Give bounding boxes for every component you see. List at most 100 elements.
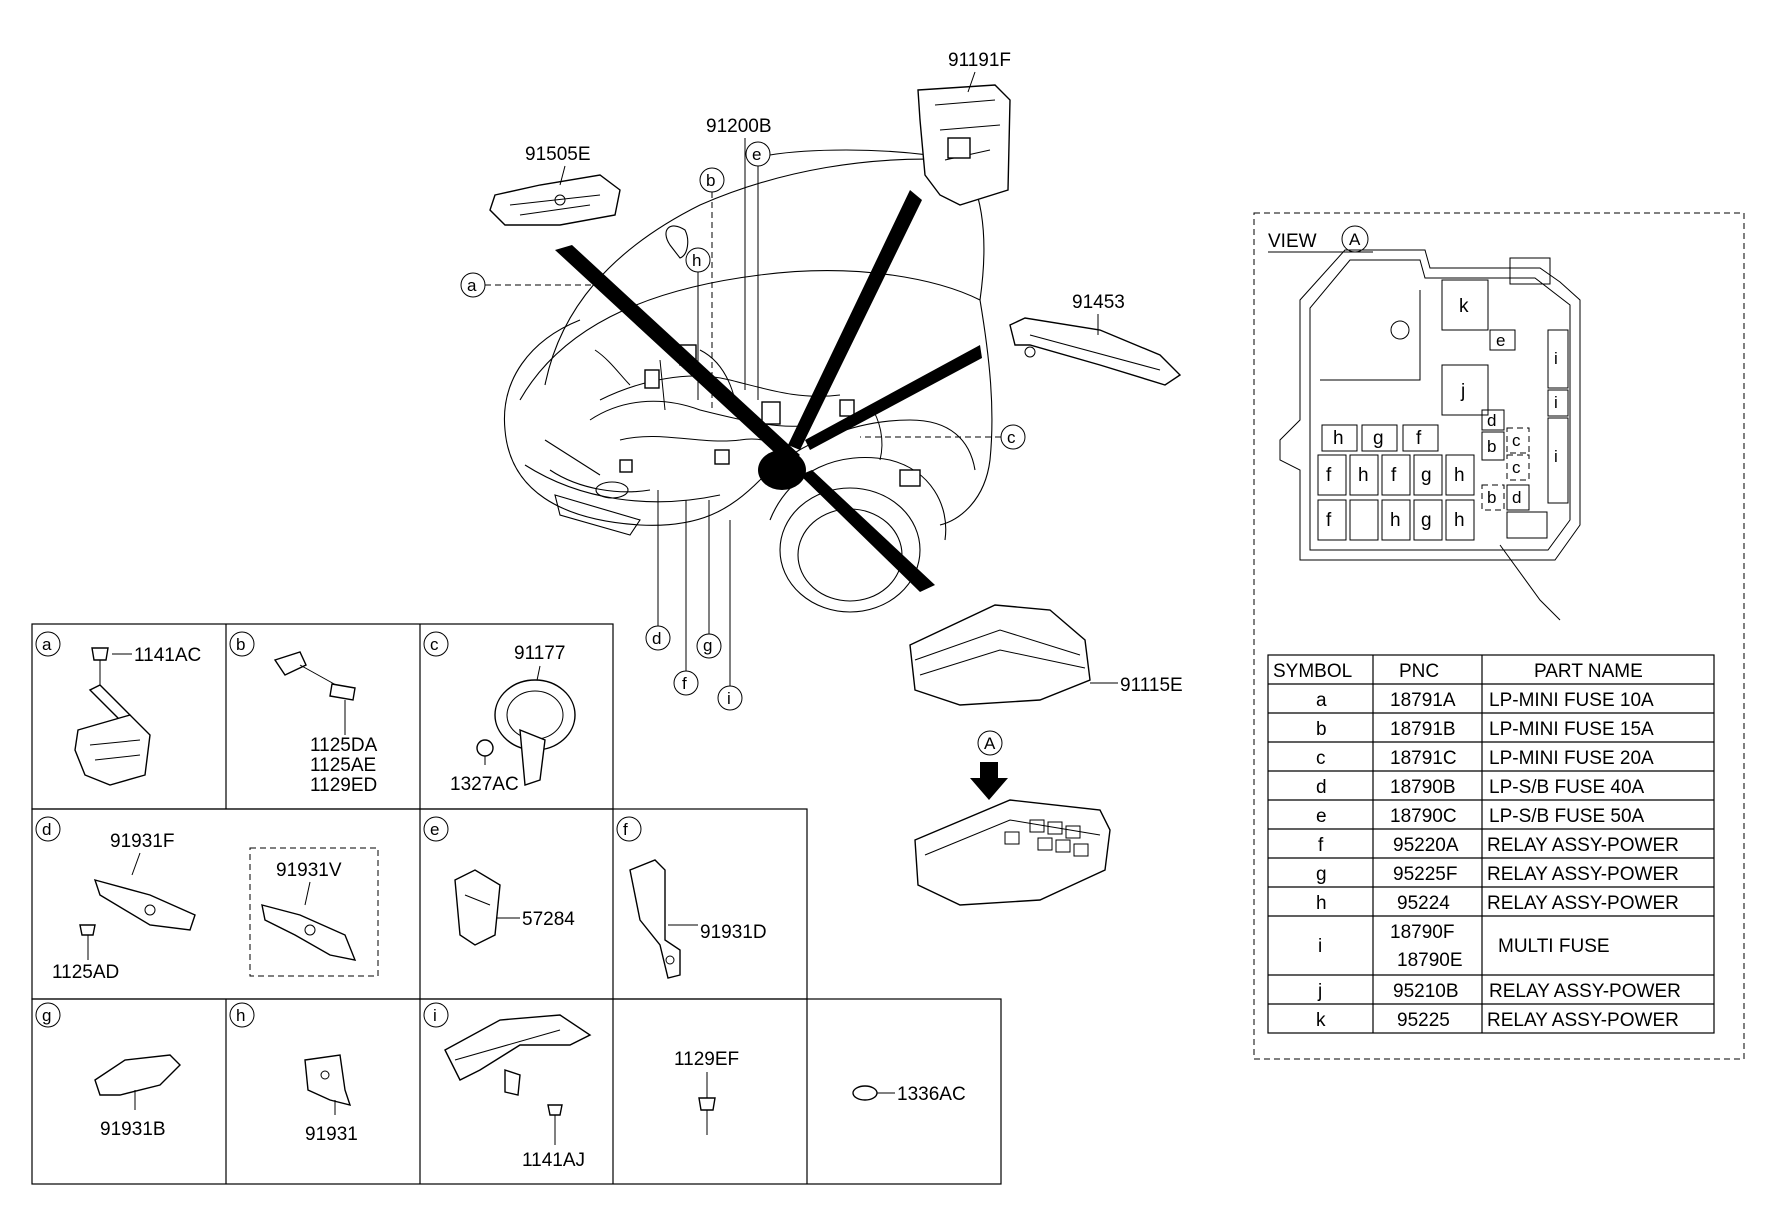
- fuse-slot-d-1: d: [1487, 411, 1496, 430]
- fuse-slot-f-3: f: [1391, 465, 1397, 486]
- part-91931F: 91931F: [110, 831, 174, 852]
- view-arrow-icon: [970, 762, 1008, 800]
- fuse-slot-i-3: i: [1554, 447, 1558, 466]
- row-symbol: b: [1316, 719, 1327, 740]
- detail-cell-a: a 1141AC: [35, 631, 201, 786]
- parts-table: SYMBOL PNC PART NAME: [1267, 654, 1715, 1034]
- row-pnc: 95224: [1397, 893, 1450, 914]
- fuse-slot-h-4: h: [1390, 510, 1401, 531]
- part-91177: 91177: [514, 643, 565, 664]
- row-pnc: 18790F: [1390, 922, 1454, 943]
- row-symbol: h: [1316, 893, 1327, 914]
- part-1125AD: 1125AD: [52, 962, 119, 983]
- row-pnc: 95220A: [1393, 835, 1459, 856]
- label-91505E: 91505E: [525, 144, 591, 165]
- detail-cell-b: b 1125DA 1125AE 1129ED: [229, 631, 378, 796]
- fuse-slot-g-3: g: [1421, 510, 1432, 531]
- part-91931B: 91931B: [100, 1119, 166, 1140]
- part-91115E-cover: [909, 604, 1091, 706]
- table-header-part-name: PART NAME: [1534, 661, 1643, 682]
- detail-cell-e: e 57284: [423, 816, 575, 946]
- part-91191F-bracket: [917, 84, 1011, 206]
- part-91931V: 91931V: [276, 860, 342, 881]
- callout-a: a: [467, 276, 477, 295]
- table-row: b 18791B LP-MINI FUSE 15A: [1316, 719, 1654, 740]
- part-1129EF: 1129EF: [674, 1049, 739, 1070]
- detail-cell-g: g 91931B: [35, 1002, 181, 1140]
- row-symbol: i: [1318, 936, 1322, 957]
- part-91505E-bracket: [489, 174, 621, 226]
- part-91453-bracket: [1009, 317, 1182, 386]
- row-pnc: 18790B: [1390, 777, 1456, 798]
- label-91200B: 91200B: [706, 116, 772, 137]
- cell-letter-h: h: [236, 1006, 245, 1025]
- detail-cell-j: 1129EF: [674, 1049, 739, 1135]
- callout-h: h: [692, 251, 701, 270]
- row-pnc: 95210B: [1393, 981, 1459, 1002]
- detail-cell-k: 1336AC: [852, 1084, 966, 1105]
- fuse-slot-h-3: h: [1454, 465, 1465, 486]
- table-row: e 18790C LP-S/B FUSE 50A: [1316, 806, 1645, 827]
- table-rows: a 18791A LP-MINI FUSE 10A b 18791B LP-MI…: [1316, 690, 1681, 1031]
- row-part-name: LP-MINI FUSE 20A: [1489, 748, 1654, 769]
- fuse-slot-f-4: f: [1326, 510, 1332, 531]
- screw-icon: [329, 683, 356, 701]
- label-91453: 91453: [1072, 292, 1125, 313]
- table-row: a 18791A LP-MINI FUSE 10A: [1316, 690, 1654, 711]
- row-symbol: d: [1316, 777, 1327, 798]
- part-1141AC: 1141AC: [134, 645, 201, 666]
- row-part-name: RELAY ASSY-POWER: [1487, 864, 1679, 885]
- table-row: j 95210B RELAY ASSY-POWER: [1317, 981, 1681, 1002]
- row-part-name: RELAY ASSY-POWER: [1487, 835, 1679, 856]
- part-57284: 57284: [522, 909, 575, 930]
- fuse-slot-g-2: g: [1421, 465, 1432, 486]
- table-row: g 95225F RELAY ASSY-POWER: [1316, 864, 1679, 885]
- row-pnc: 18791A: [1390, 690, 1456, 711]
- fuse-slot-f-1: f: [1416, 428, 1422, 449]
- bolt-icon: [547, 1104, 563, 1116]
- fuse-slot-e: e: [1496, 331, 1505, 350]
- detail-cell-c: c 91177 1327AC: [423, 631, 576, 795]
- fuse-slot-b-1: b: [1487, 437, 1496, 456]
- fuse-slot-i-2: i: [1554, 393, 1558, 412]
- table-row: i 18790F 18790E MULTI FUSE: [1318, 922, 1610, 971]
- callout-f: f: [682, 674, 687, 693]
- table-header-symbol: SYMBOL: [1273, 661, 1352, 682]
- detail-cell-d: d 91931F 1125AD 91931V: [35, 816, 379, 983]
- cell-letter-a: a: [42, 635, 52, 654]
- callout-g: g: [703, 636, 712, 655]
- callout-circles: a b e h c d f g i: [460, 141, 1026, 711]
- fuse-slot-k: k: [1459, 296, 1469, 317]
- cell-letter-i: i: [433, 1006, 437, 1025]
- row-part-name: LP-MINI FUSE 15A: [1489, 719, 1654, 740]
- row-part-name: LP-MINI FUSE 10A: [1489, 690, 1654, 711]
- fuse-slot-h-1: h: [1333, 428, 1344, 449]
- cell-letter-d: d: [42, 820, 51, 839]
- part-91931D: 91931D: [700, 922, 767, 943]
- callout-d: d: [652, 629, 661, 648]
- row-symbol: e: [1316, 806, 1327, 827]
- bolt-icon: [698, 1097, 716, 1111]
- table-row: c 18791C LP-MINI FUSE 20A: [1316, 748, 1654, 769]
- row-part-name: RELAY ASSY-POWER: [1487, 1010, 1679, 1031]
- cell-letter-f: f: [623, 820, 628, 839]
- detail-cell-h: h 91931: [229, 1002, 358, 1145]
- fuse-slot-h-2: h: [1358, 465, 1369, 486]
- table-row: k 95225 RELAY ASSY-POWER: [1316, 1010, 1679, 1031]
- row-symbol: a: [1316, 690, 1327, 711]
- row-pnc: 18790C: [1390, 806, 1457, 827]
- table-row: f 95220A RELAY ASSY-POWER: [1318, 835, 1679, 856]
- cell-letter-e: e: [430, 820, 439, 839]
- row-part-name: RELAY ASSY-POWER: [1487, 893, 1679, 914]
- row-part-name: MULTI FUSE: [1498, 936, 1610, 957]
- nut-icon: [852, 1085, 878, 1101]
- detail-grid: [31, 623, 1002, 1185]
- part-1327AC: 1327AC: [450, 774, 519, 795]
- part-91931: 91931: [305, 1124, 358, 1145]
- row-symbol: k: [1316, 1010, 1326, 1031]
- row-pnc: 18791B: [1390, 719, 1456, 740]
- callout-b: b: [706, 171, 715, 190]
- view-title-symbol: A: [1349, 230, 1361, 249]
- detail-cell-f: f 91931D: [616, 816, 767, 979]
- row-part-name: LP-S/B FUSE 40A: [1489, 777, 1645, 798]
